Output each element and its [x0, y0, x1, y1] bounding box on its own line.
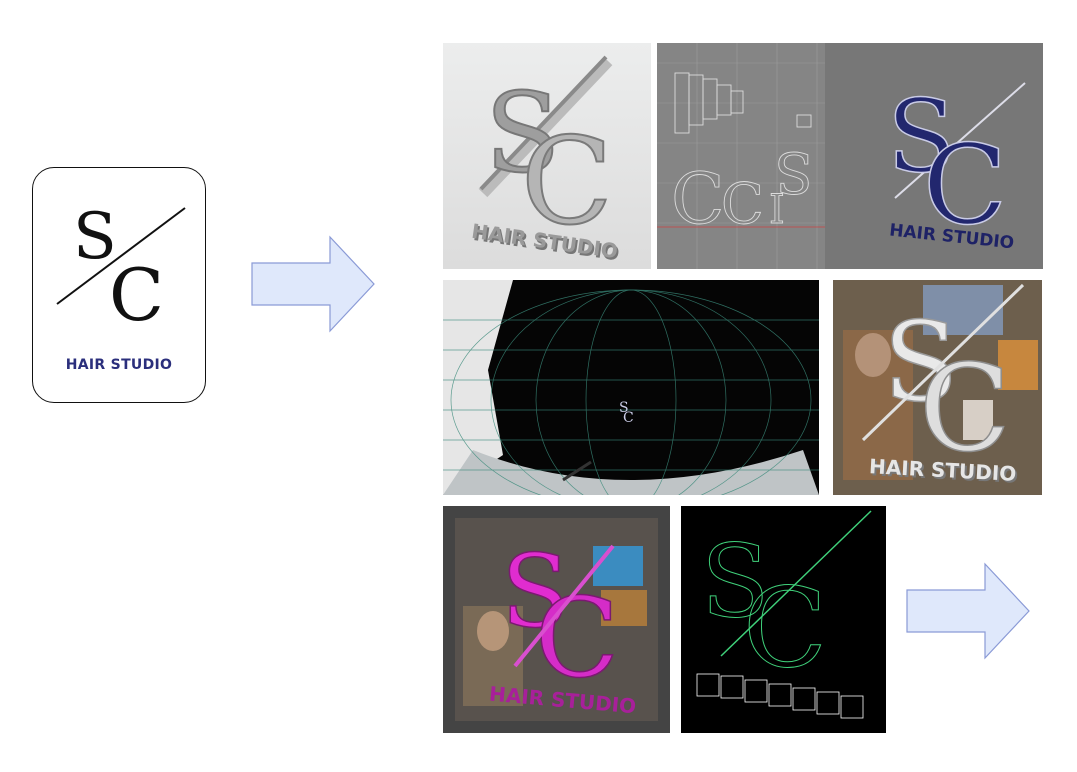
- sc-monogram: S C: [56, 200, 186, 337]
- right-arrow-icon: [251, 235, 375, 333]
- svg-text:C: C: [923, 121, 1007, 249]
- svg-text:I: I: [769, 187, 785, 233]
- render-wireframe-viewport: C C I S: [657, 43, 825, 269]
- monogram-s: S: [73, 200, 117, 274]
- svg-text:C: C: [743, 564, 827, 692]
- svg-text:S: S: [887, 78, 956, 195]
- svg-text:C: C: [919, 340, 1011, 479]
- logo-caption: HAIR STUDIO: [65, 357, 173, 373]
- svg-text:C: C: [671, 158, 725, 240]
- svg-text:C: C: [521, 113, 613, 252]
- svg-text:S: S: [883, 298, 958, 426]
- svg-text:C: C: [623, 410, 634, 426]
- svg-text:C: C: [535, 574, 619, 702]
- render-grey-3d: S C HAIR STUDIO: [443, 43, 651, 269]
- svg-text:S: S: [775, 139, 813, 204]
- svg-text:S: S: [501, 533, 570, 650]
- svg-text:S: S: [619, 400, 629, 416]
- render-magenta-3d: S C HAIR STUDIO: [443, 506, 670, 733]
- render-green-wireframe: S C: [681, 506, 886, 733]
- monogram-c: C: [109, 253, 164, 337]
- render-navy-3d: S C HAIR STUDIO: [825, 43, 1043, 269]
- logo-card: S C HAIR STUDIO: [32, 167, 206, 403]
- svg-text:C: C: [721, 172, 764, 237]
- render-painting-studio-white: S C HAIR STUDIO: [833, 280, 1042, 495]
- render-sphere-scene: S C: [443, 280, 819, 495]
- right-arrow-icon: [906, 562, 1030, 660]
- svg-text:S: S: [485, 69, 560, 197]
